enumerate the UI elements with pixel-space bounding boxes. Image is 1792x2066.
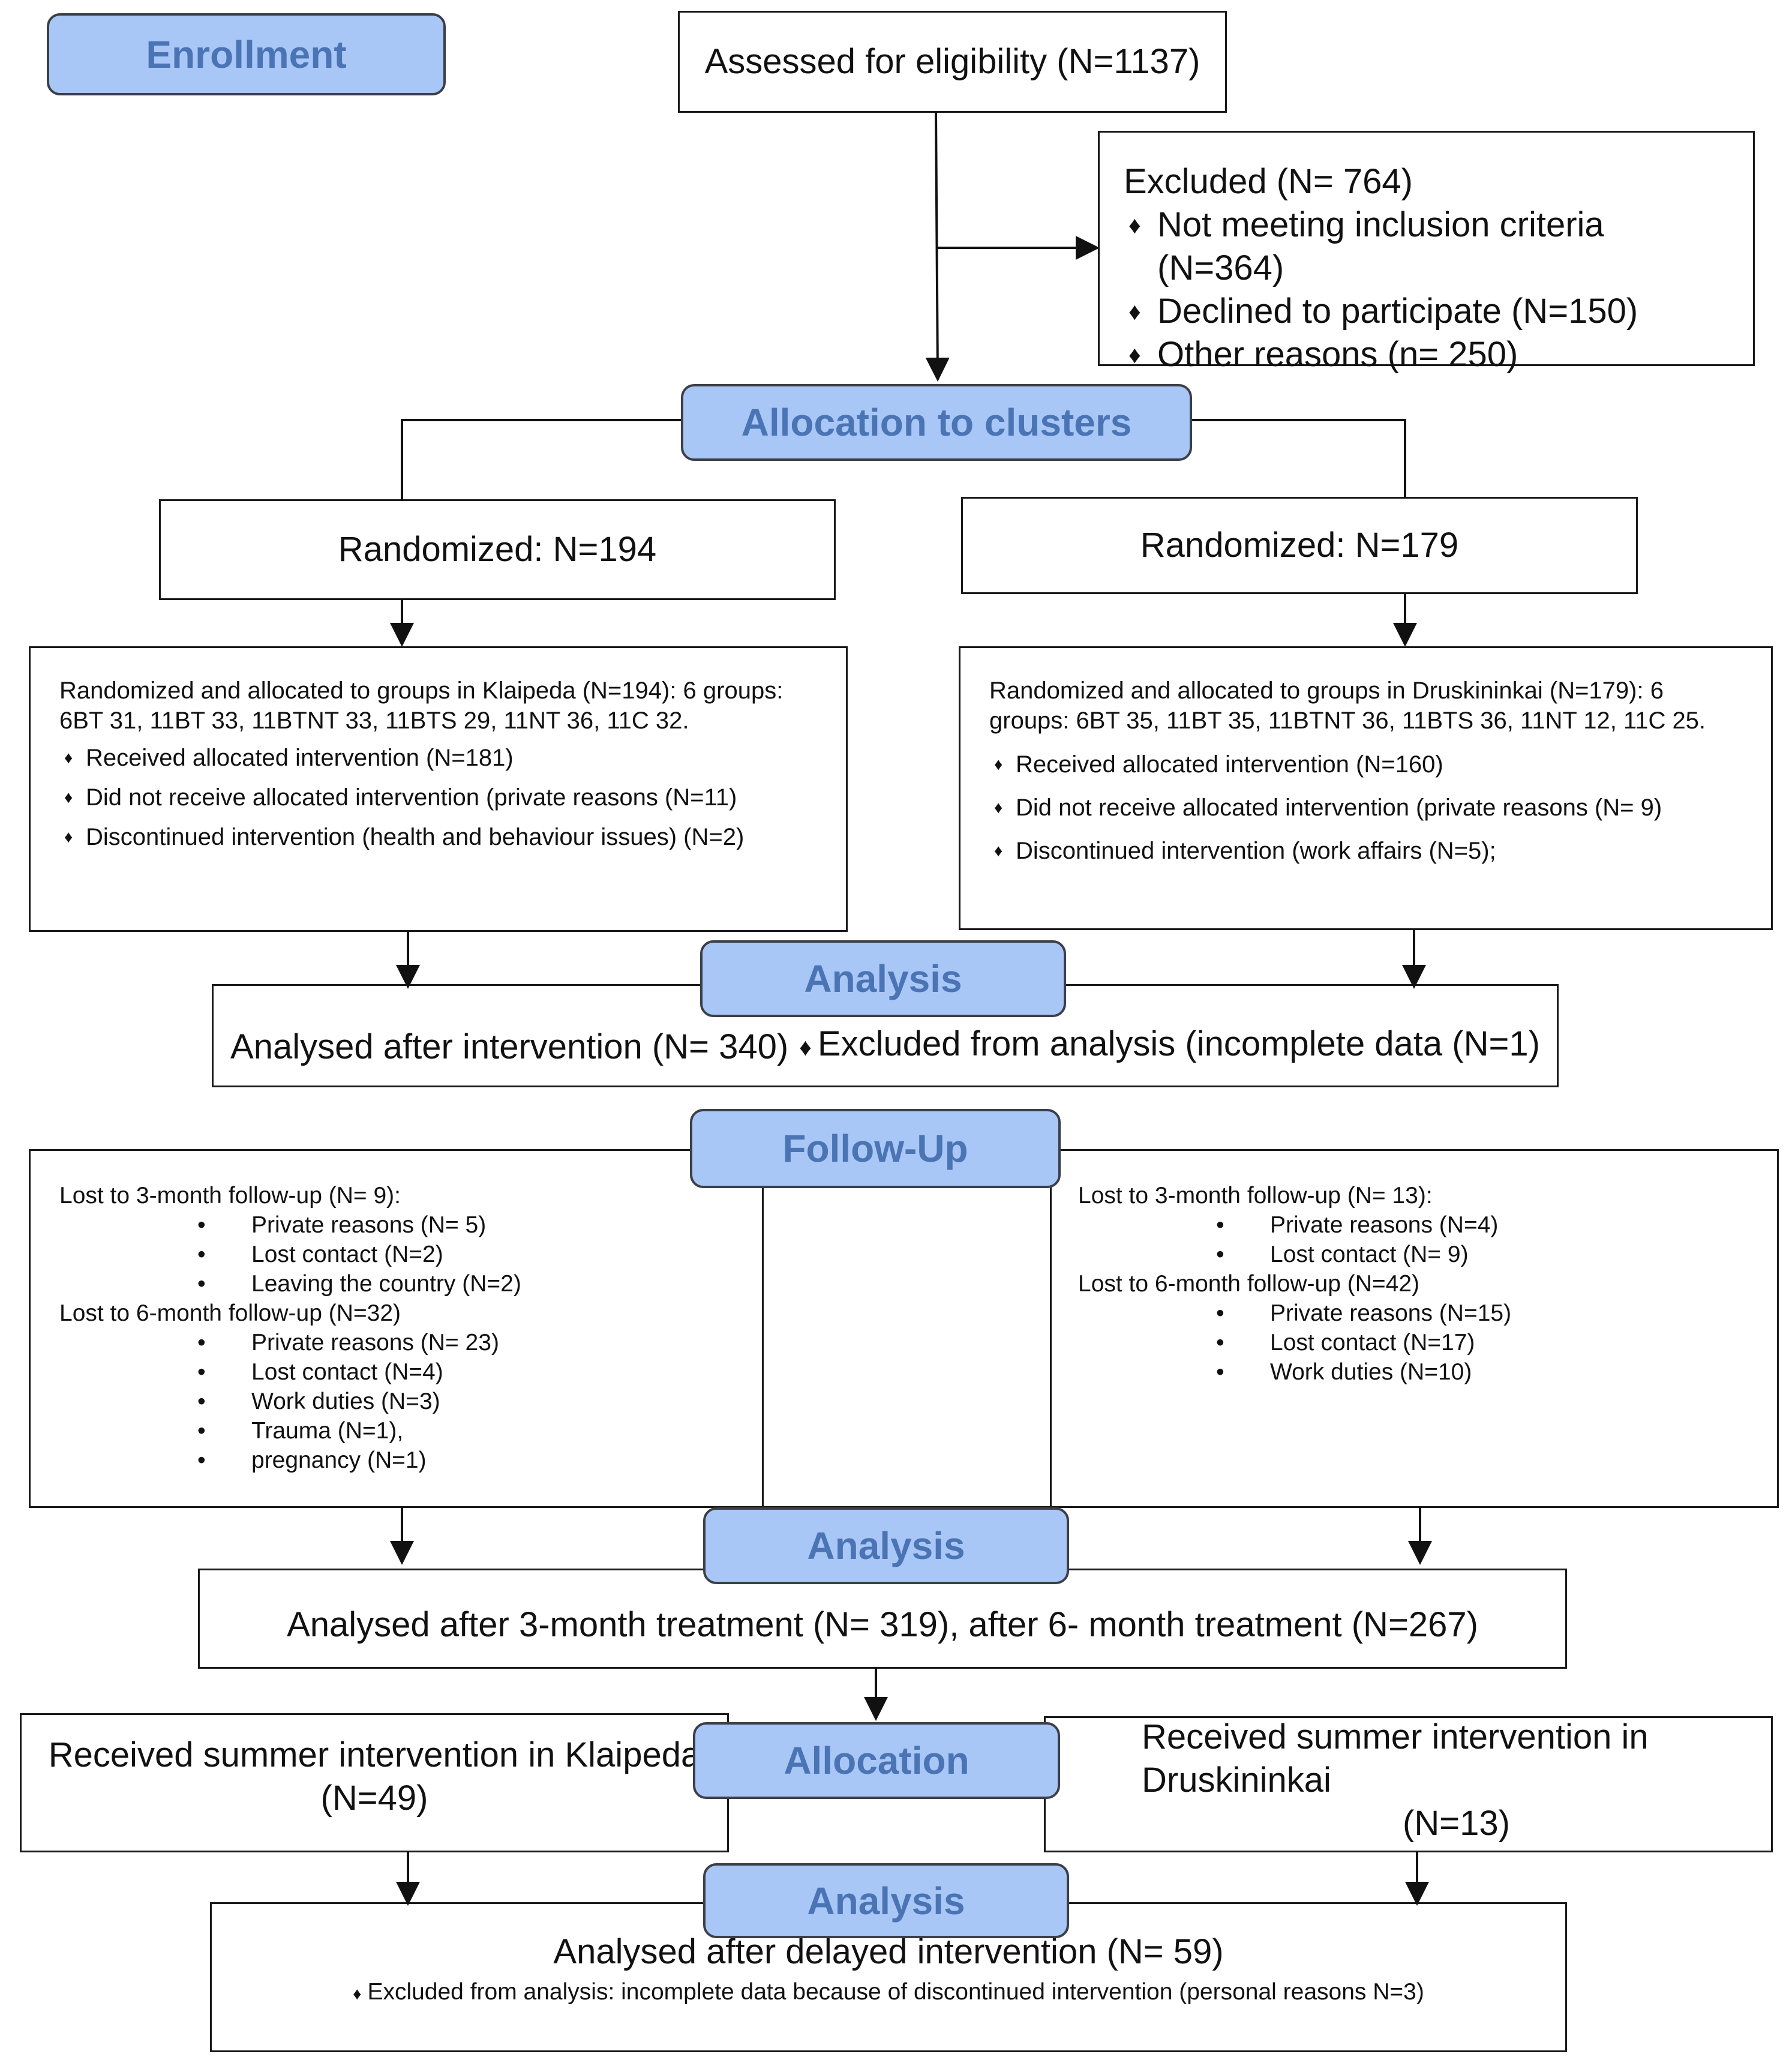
reason-item: Lost contact (N=17) — [1078, 1328, 1751, 1357]
reason-item: Work duties (N=3) — [59, 1387, 733, 1416]
summer-right-line2: (N=13) — [1403, 1803, 1510, 1843]
stage-analysis-2: Analysis — [703, 1507, 1069, 1584]
stage-label: Follow-Up — [782, 1127, 968, 1170]
excluded-box: Excluded (N= 764) Not meeting inclusion … — [1098, 131, 1755, 376]
excluded-item: Other reasons (n= 250) — [1124, 333, 1729, 376]
diamond-icon: ♦ — [353, 1984, 362, 2003]
analysed-months-box: Analysed after 3-month treatment (N= 319… — [198, 1569, 1567, 1669]
analysed-after-text: Analysed after intervention (N= 340) — [230, 1027, 789, 1066]
followup-left-lost6-list: Private reasons (N= 23) Lost contact (N=… — [59, 1328, 733, 1475]
followup-left-lost3: Lost to 3-month follow-up (N= 9): — [59, 1183, 401, 1209]
stage-analysis-3: Analysis — [703, 1863, 1069, 1938]
klaipeda-intro: Randomized and allocated to groups in Kl… — [59, 677, 784, 734]
excluded-list: Not meeting inclusion criteria (N=364) D… — [1124, 203, 1729, 376]
followup-right-lost6-list: Private reasons (N=15) Lost contact (N=1… — [1078, 1299, 1751, 1387]
excluded-item: Declined to participate (N=150) — [1124, 290, 1729, 333]
randomized-right-text: Randomized: N=179 — [1140, 526, 1459, 565]
followup-left-lost3-list: Private reasons (N= 5) Lost contact (N=2… — [59, 1210, 733, 1299]
klaipeda-box: Randomized and allocated to groups in Kl… — [29, 646, 848, 932]
analysed-months-text: Analysed after 3-month treatment (N= 319… — [287, 1605, 1478, 1644]
delayed-excluded: Excluded from analysis: incomplete data … — [367, 1979, 1424, 2005]
druskininkai-box: Randomized and allocated to groups in Dr… — [959, 646, 1773, 930]
klaipeda-item: Received allocated intervention (N=181) — [59, 738, 817, 778]
reason-item: pregnancy (N=1) — [59, 1446, 733, 1475]
reason-item: Private reasons (N=15) — [1078, 1299, 1751, 1328]
stage-label: Analysis — [807, 1879, 965, 1923]
reason-item: Lost contact (N= 9) — [1078, 1240, 1751, 1269]
assessed-text: Assessed for eligibility (N=1137) — [704, 42, 1200, 81]
followup-right-lost3: Lost to 3-month follow-up (N= 13): — [1078, 1183, 1433, 1209]
line-allocation-right — [1191, 419, 1406, 498]
excluded-item: Not meeting inclusion criteria (N=364) — [1124, 203, 1729, 290]
excluded-title: Excluded (N= 764) — [1124, 162, 1413, 201]
stage-allocation: Allocation — [693, 1722, 1060, 1799]
summer-right-line1: Received summer intervention in Druskini… — [1142, 1717, 1649, 1800]
stage-label: Analysis — [804, 957, 962, 1000]
randomized-left-text: Randomized: N=194 — [338, 530, 657, 569]
druskininkai-item: Received allocated intervention (N=160) — [989, 743, 1742, 786]
followup-left-lost6: Lost to 6-month follow-up (N=32) — [59, 1300, 401, 1326]
followup-right-box: Lost to 3-month follow-up (N= 13): Priva… — [1050, 1149, 1779, 1508]
stage-label: Allocation to clusters — [741, 401, 1132, 444]
reason-item: Lost contact (N=4) — [59, 1357, 733, 1387]
summer-right-box: Received summer intervention in Druskini… — [1044, 1716, 1773, 1852]
reason-item: Leaving the country (N=2) — [59, 1269, 733, 1299]
delayed-excluded-row: ♦ Excluded from analysis: incomplete data… — [353, 1977, 1424, 2008]
followup-right-lost6: Lost to 6-month follow-up (N=42) — [1078, 1271, 1420, 1297]
assessed-box: Assessed for eligibility (N=1137) — [678, 11, 1227, 113]
reason-item: Private reasons (N= 5) — [59, 1210, 733, 1240]
analysed-after-excluded: Excluded from analysis (incomplete data … — [788, 1022, 1540, 1069]
stage-follow-up: Follow-Up — [690, 1109, 1061, 1188]
reason-item: Trauma (N=1), — [59, 1416, 733, 1446]
klaipeda-item: Did not receive allocated intervention (… — [59, 778, 817, 817]
reason-item: Private reasons (N=4) — [1078, 1210, 1751, 1240]
summer-left-line1: Received summer intervention in Klaipeda — [48, 1735, 701, 1774]
followup-left-box: Lost to 3-month follow-up (N= 9): Privat… — [29, 1149, 764, 1508]
summer-left-line2: (N=49) — [320, 1779, 428, 1818]
druskininkai-item: Did not receive allocated intervention (… — [989, 786, 1742, 829]
druskininkai-intro: Randomized and allocated to groups in Dr… — [989, 677, 1706, 734]
randomized-right-box: Randomized: N=179 — [961, 497, 1638, 594]
stage-enrollment: Enrollment — [47, 13, 446, 95]
druskininkai-list: Received allocated intervention (N=160) … — [989, 743, 1742, 872]
druskininkai-item: Discontinued intervention (work affairs … — [989, 829, 1742, 872]
reason-item: Lost contact (N=2) — [59, 1240, 733, 1269]
stage-label: Enrollment — [146, 32, 347, 76]
arrow-assessed-to-allocation — [925, 111, 950, 382]
delayed-main: Analysed after delayed intervention (N= … — [553, 1932, 1224, 1971]
reason-item: Work duties (N=10) — [1078, 1357, 1751, 1387]
stage-label: Analysis — [807, 1524, 965, 1567]
klaipeda-list: Received allocated intervention (N=181) … — [59, 738, 817, 857]
line-allocation-left — [401, 419, 684, 501]
reason-item: Private reasons (N= 23) — [59, 1328, 733, 1357]
delayed-box: Analysed after delayed intervention (N= … — [210, 1902, 1567, 2052]
stage-allocation-clusters: Allocation to clusters — [681, 384, 1192, 461]
stage-analysis-1: Analysis — [700, 940, 1066, 1017]
klaipeda-item: Discontinued intervention (health and be… — [59, 817, 817, 857]
stage-label: Allocation — [784, 1739, 969, 1782]
followup-right-lost3-list: Private reasons (N=4) Lost contact (N= 9… — [1078, 1210, 1751, 1269]
randomized-left-box: Randomized: N=194 — [159, 499, 836, 600]
